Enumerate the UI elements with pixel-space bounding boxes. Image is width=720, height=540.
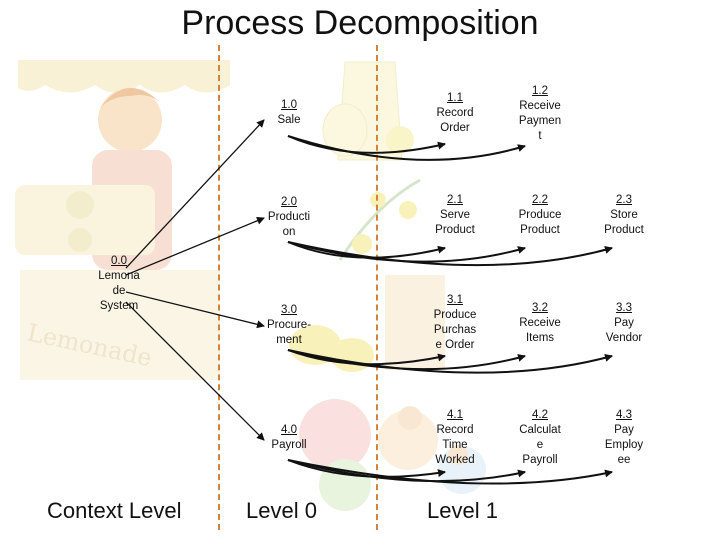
arrow-0-to-4-0 bbox=[125, 301, 265, 441]
process-node-4-3: 4.3 Pay Employ ee bbox=[593, 408, 655, 468]
process-number: 2.1 bbox=[447, 194, 463, 206]
process-node-2-0: 2.0 Producti on bbox=[258, 195, 320, 240]
process-node-4-1: 4.1 Record Time Worked bbox=[424, 408, 486, 468]
arrow-0-to-2-0 bbox=[125, 216, 265, 276]
process-node-2-3: 2.3 Store Product bbox=[593, 193, 655, 238]
process-node-0-0: 0.0 Lemona de System bbox=[88, 254, 150, 314]
process-label: Calculat e Payroll bbox=[519, 424, 561, 466]
arrow-0-to-3-0 bbox=[125, 291, 265, 329]
process-label: Lemona de System bbox=[98, 270, 140, 312]
process-number: 3.3 bbox=[616, 302, 632, 314]
process-number: 2.3 bbox=[616, 194, 632, 206]
pitcher-illustration bbox=[322, 61, 414, 161]
process-number: 4.1 bbox=[447, 409, 463, 421]
process-number: 3.1 bbox=[447, 294, 463, 306]
arrow-3-0-to-3-3 bbox=[287, 349, 613, 374]
process-number: 4.2 bbox=[532, 409, 548, 421]
process-number: 4.3 bbox=[616, 409, 632, 421]
arrow-2-0-to-2-2 bbox=[287, 241, 526, 263]
process-label: Pay Vendor bbox=[605, 317, 643, 344]
process-label: Producti on bbox=[267, 211, 311, 238]
process-node-3-2: 3.2 Receive Items bbox=[509, 301, 571, 346]
arrow-3-0-to-3-1 bbox=[287, 349, 446, 366]
process-label: Serve Product bbox=[435, 209, 475, 236]
arrow-2-0-to-2-1 bbox=[287, 241, 446, 259]
process-number: 2.2 bbox=[532, 194, 548, 206]
level-divider-left bbox=[218, 45, 220, 530]
process-node-3-1: 3.1 Produce Purchas e Order bbox=[424, 293, 486, 353]
process-label: Produce Purchas e Order bbox=[433, 309, 477, 351]
process-number: 1.0 bbox=[281, 99, 297, 111]
process-number: 3.0 bbox=[281, 304, 297, 316]
process-number: 3.2 bbox=[532, 302, 548, 314]
process-label: Pay Employ ee bbox=[604, 424, 644, 466]
process-node-1-2: 1.2 Receive Paymen t bbox=[509, 84, 571, 144]
process-node-4-2: 4.2 Calculat e Payroll bbox=[509, 408, 571, 468]
process-label: Payroll bbox=[271, 439, 307, 451]
process-label: Receive Paymen t bbox=[518, 100, 562, 142]
arrow-4-0-to-4-3 bbox=[287, 459, 613, 485]
process-node-4-0: 4.0 Payroll bbox=[258, 423, 320, 453]
process-label: Record Time Worked bbox=[435, 424, 475, 466]
process-label: Procure- ment bbox=[266, 319, 312, 346]
process-node-2-2: 2.2 Produce Product bbox=[509, 193, 571, 238]
process-label: Record Order bbox=[436, 107, 474, 134]
process-node-1-0: 1.0 Sale bbox=[258, 98, 320, 128]
process-label: Produce Product bbox=[518, 209, 562, 236]
context-level-label: Context Level bbox=[47, 498, 182, 523]
process-node-2-1: 2.1 Serve Product bbox=[424, 193, 486, 238]
arrow-0-to-1-0 bbox=[125, 119, 265, 269]
lemons-clipboard-illustration bbox=[289, 275, 445, 372]
process-node-1-1: 1.1 Record Order bbox=[424, 91, 486, 136]
process-node-3-3: 3.3 Pay Vendor bbox=[593, 301, 655, 346]
process-label: Receive Items bbox=[519, 317, 561, 344]
level-0-label: Level 0 bbox=[246, 498, 317, 523]
process-number: 4.0 bbox=[281, 424, 297, 436]
arrow-1-0-to-1-2 bbox=[287, 135, 526, 161]
process-label: Store Product bbox=[604, 209, 644, 236]
level-1-label: Level 1 bbox=[427, 498, 498, 523]
process-node-3-0: 3.0 Procure- ment bbox=[258, 303, 320, 348]
page-title: Process Decomposition bbox=[181, 4, 539, 42]
process-number: 2.0 bbox=[281, 196, 297, 208]
level-divider-right bbox=[376, 45, 378, 530]
arrow-1-0-to-1-1 bbox=[287, 135, 446, 154]
process-number: 1.2 bbox=[532, 85, 548, 97]
process-label: Sale bbox=[277, 114, 301, 126]
process-number: 1.1 bbox=[447, 92, 463, 104]
process-number: 0.0 bbox=[111, 255, 127, 267]
arrow-2-0-to-2-3 bbox=[287, 241, 613, 267]
